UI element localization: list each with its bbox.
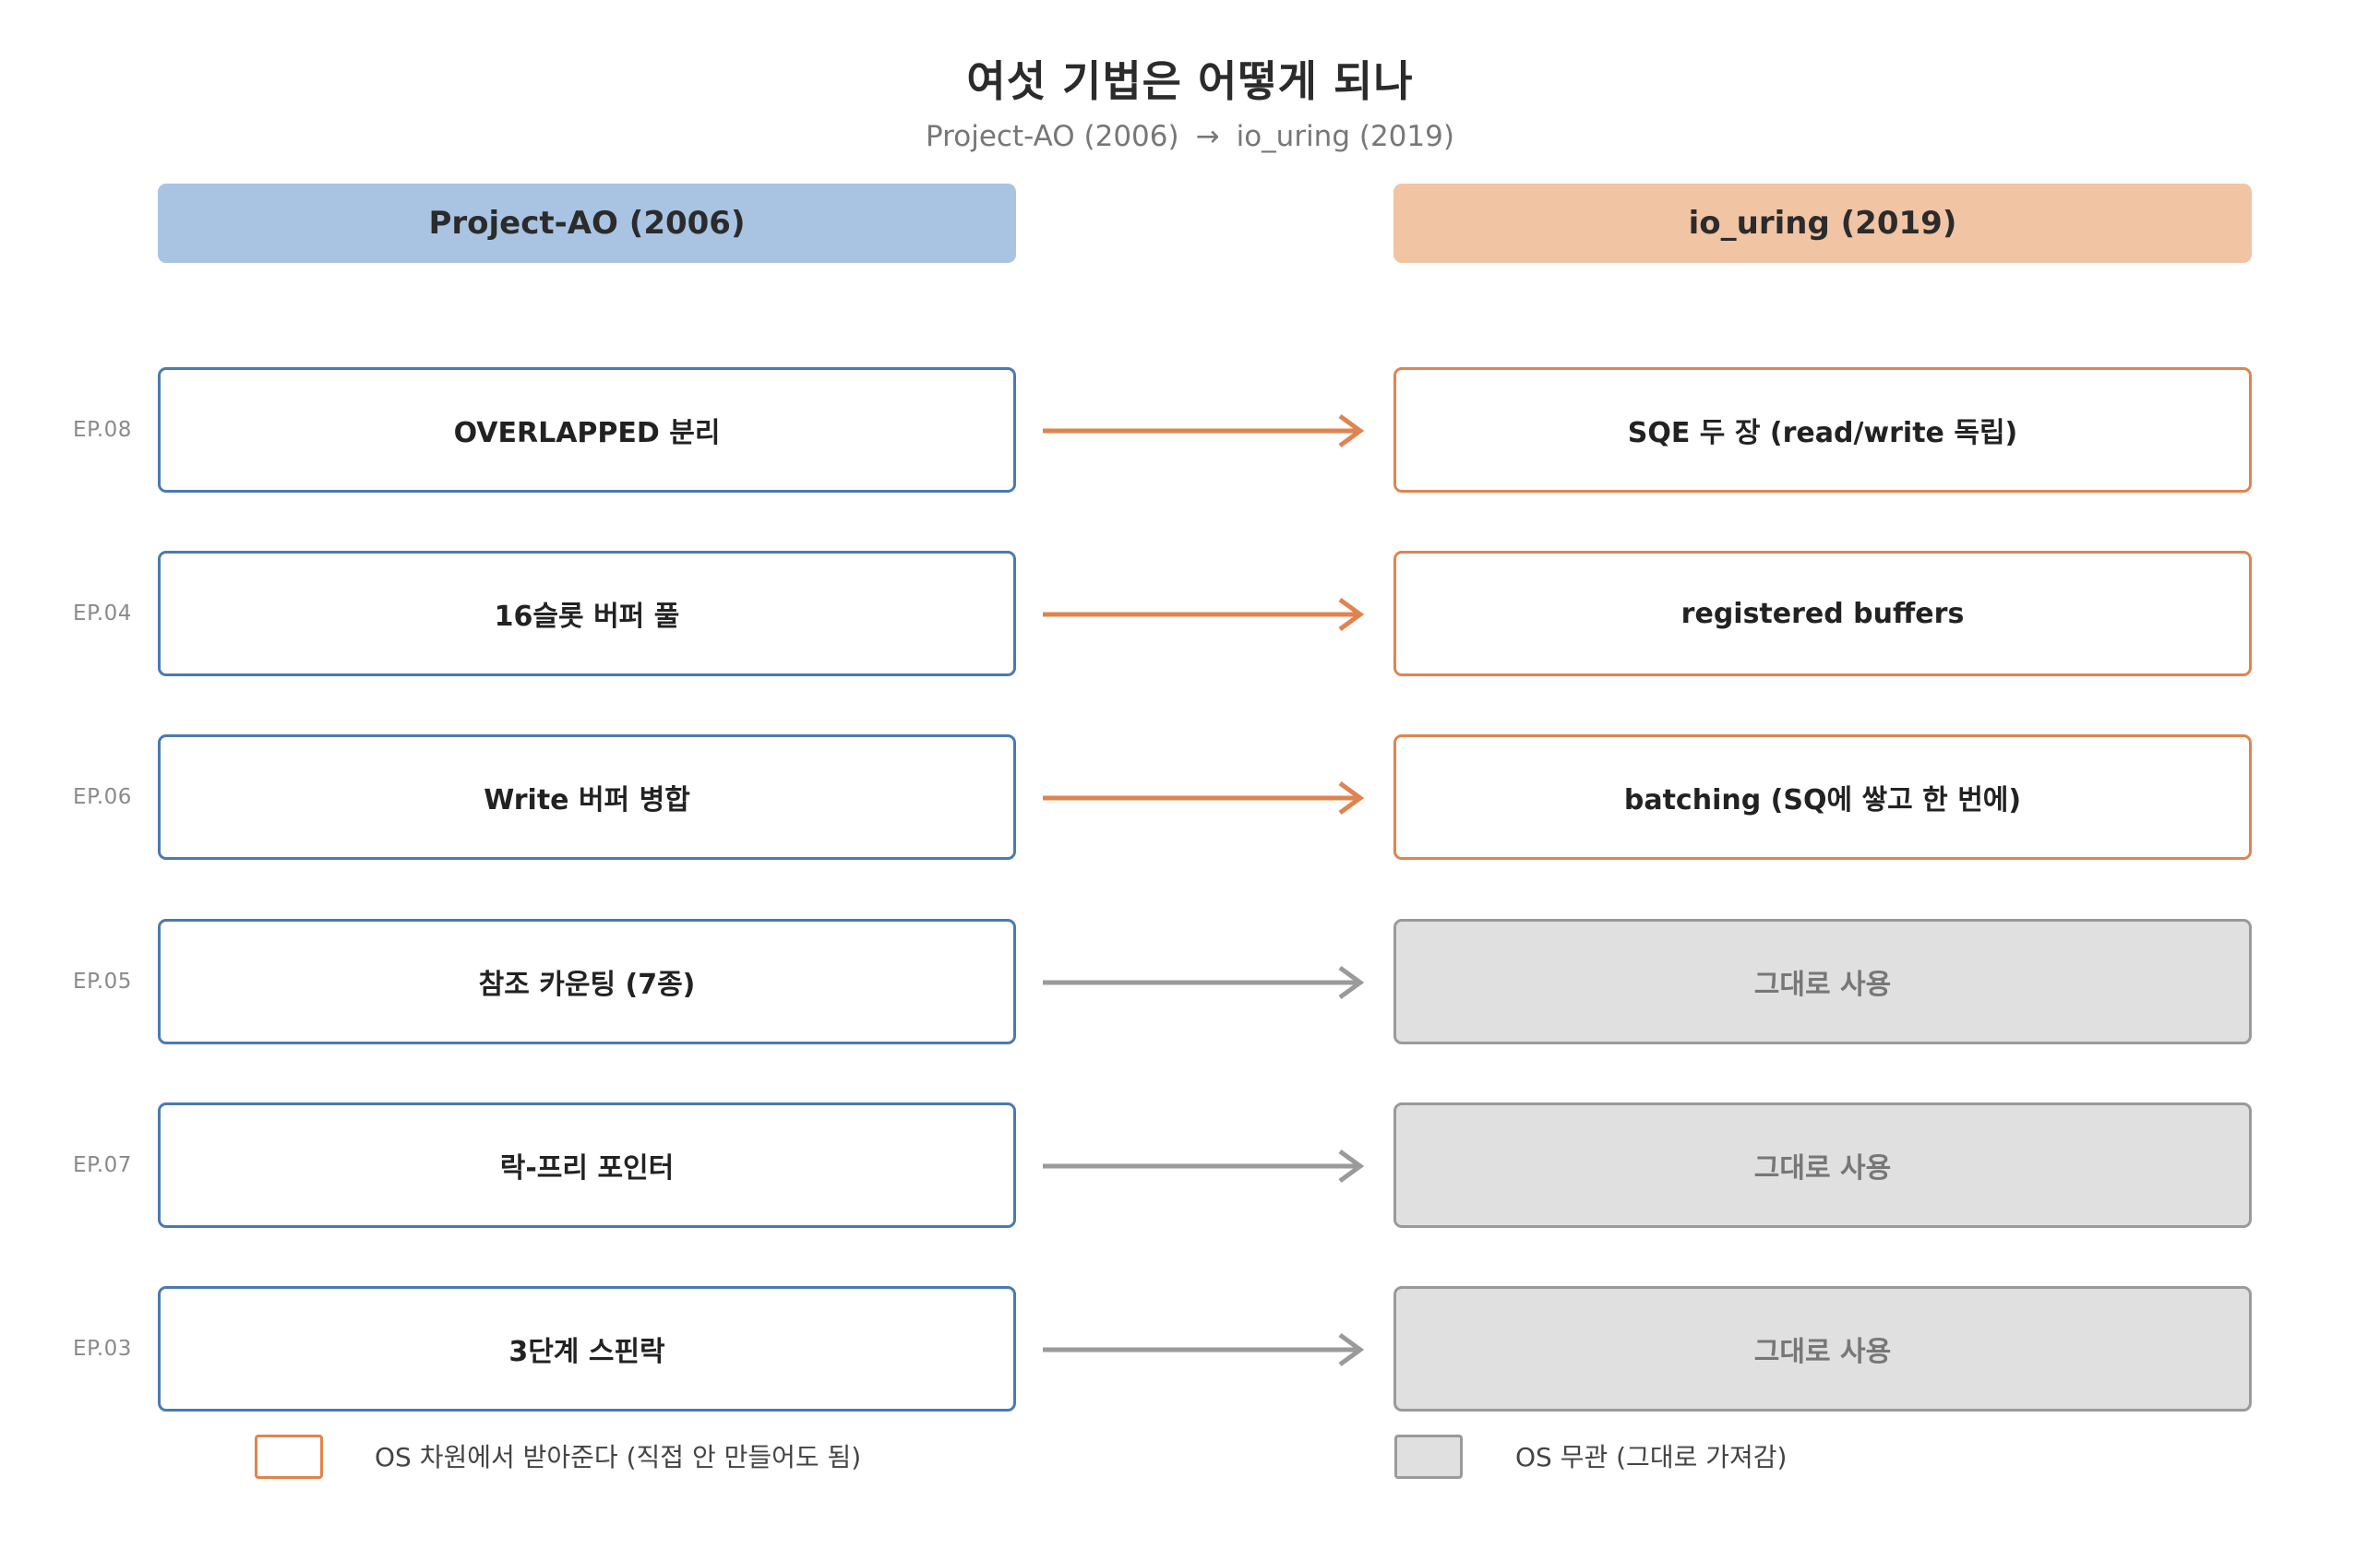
arrow-same [1043, 1149, 1365, 1184]
arrow-os [1043, 413, 1365, 448]
ep-label: EP.03 [73, 1337, 132, 1361]
legend-swatch-same [1394, 1435, 1463, 1479]
diagram-title: 여섯 기법은 어떻게 되나 [966, 56, 1414, 106]
legend-label-os: OS 차원에서 받아준다 (직접 안 만들어도 됨) [375, 1442, 862, 1472]
ep-label: EP.06 [73, 785, 132, 809]
technique-box-right-same: 그대로 사용 [1393, 1286, 2252, 1412]
column-header-right: io_uring (2019) [1393, 184, 2252, 263]
ep-label: EP.04 [73, 602, 132, 626]
technique-box-right-os: SQE 두 장 (read/write 독립) [1393, 367, 2252, 493]
technique-box-right-same: 그대로 사용 [1393, 919, 2252, 1044]
technique-box-left: 락-프리 포인터 [158, 1102, 1016, 1228]
subtitle-left: Project-AO (2006) [926, 120, 1179, 153]
subtitle-right: io_uring (2019) [1236, 120, 1454, 153]
ep-label: EP.05 [73, 970, 132, 994]
technique-box-left: OVERLAPPED 분리 [158, 367, 1016, 493]
technique-box-right-os: batching (SQ에 쌓고 한 번에) [1393, 734, 2252, 860]
legend-label-same: OS 무관 (그대로 가져감) [1515, 1442, 1788, 1472]
technique-box-left: 16슬롯 버퍼 풀 [158, 551, 1016, 676]
technique-box-left: 참조 카운팅 (7종) [158, 919, 1016, 1044]
legend-swatch-os [255, 1435, 323, 1479]
technique-box-right-os: registered buffers [1393, 551, 2252, 676]
arrow-same [1043, 965, 1365, 1000]
technique-box-right-same: 그대로 사용 [1393, 1102, 2252, 1228]
technique-box-left: Write 버퍼 병합 [158, 734, 1016, 860]
subtitle-arrow: → [1195, 120, 1220, 153]
diagram-subtitle: Project-AO (2006) → io_uring (2019) [0, 120, 2380, 153]
arrow-os [1043, 597, 1365, 632]
ep-label: EP.08 [73, 418, 132, 442]
arrow-os [1043, 780, 1365, 816]
ep-label: EP.07 [73, 1153, 132, 1177]
technique-box-left: 3단계 스핀락 [158, 1286, 1016, 1412]
column-header-left: Project-AO (2006) [158, 184, 1016, 263]
arrow-same [1043, 1332, 1365, 1367]
